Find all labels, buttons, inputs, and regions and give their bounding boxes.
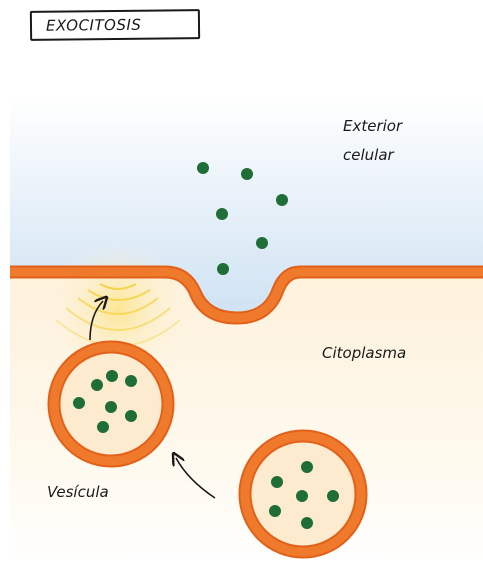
- cargo-molecule: [217, 263, 229, 275]
- cargo-molecule: [91, 379, 103, 391]
- cargo-molecule: [105, 401, 117, 413]
- cargo-molecule: [73, 397, 85, 409]
- cargo-molecule: [327, 490, 339, 502]
- cargo-molecule: [125, 410, 137, 422]
- cargo-molecule: [97, 421, 109, 433]
- cargo-molecule: [197, 162, 209, 174]
- cargo-molecule: [301, 517, 313, 529]
- cargo-molecule: [241, 168, 253, 180]
- label-exterior: Exterior: [343, 117, 403, 135]
- cargo-molecule: [256, 237, 268, 249]
- cargo-molecule: [216, 208, 228, 220]
- label-celular: celular: [343, 146, 395, 164]
- approaching-vesicle: [245, 436, 361, 552]
- cargo-molecule: [296, 490, 308, 502]
- cargo-molecule: [301, 461, 313, 473]
- label-cytoplasm: Citoplasma: [322, 344, 406, 362]
- cargo-molecule: [106, 370, 118, 382]
- cargo-molecule: [269, 505, 281, 517]
- cargo-molecule: [271, 476, 283, 488]
- label-vesicle: Vesícula: [47, 483, 109, 501]
- fusing-vesicle: [54, 347, 168, 461]
- cargo-molecule: [125, 375, 137, 387]
- cargo-molecule: [276, 194, 288, 206]
